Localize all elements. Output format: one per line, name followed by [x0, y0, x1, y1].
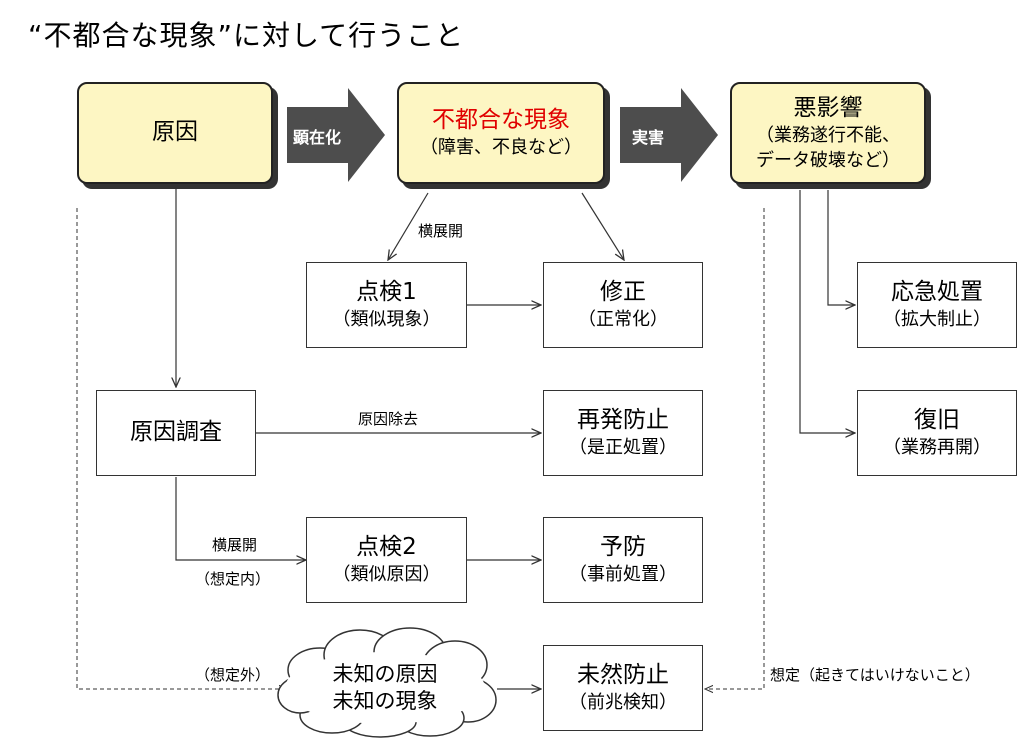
node-prevention: 予防 （事前処置）: [543, 517, 703, 603]
node-fix: 修正 （正常化）: [543, 262, 703, 348]
manifest-arrow-label: 顕在化: [293, 128, 342, 147]
edge-label-deploy2: 横展開: [212, 536, 258, 554]
node-unknown-line2: 未知の現象: [332, 689, 438, 713]
node-unknown: 未知の原因 未知の現象: [300, 652, 470, 724]
node-impact-sub2: データ破壊など）: [756, 149, 900, 171]
node-proactive-sub: （前兆検知）: [569, 692, 677, 714]
node-emergency-sub: （拡大制止）: [883, 309, 991, 331]
node-unknown-line1: 未知の原因: [332, 661, 438, 686]
node-check1-label: 点検1: [356, 279, 417, 306]
node-prevention-label: 予防: [600, 534, 646, 561]
node-recovery-label: 復旧: [914, 407, 960, 434]
node-investigation-label: 原因調査: [130, 419, 222, 446]
edge-label-deploy1: 横展開: [418, 222, 464, 240]
node-check1-sub: （類似現象）: [332, 309, 441, 331]
edge-assumed-right-dashed: [705, 208, 765, 689]
node-impact-label: 悪影響: [793, 95, 863, 122]
node-phenomenon-sub: （障害、不良など）: [420, 137, 582, 159]
node-prevention-sub: （事前処置）: [569, 564, 677, 586]
node-fix-sub: （正常化）: [578, 309, 668, 331]
node-cause: 原因: [77, 82, 273, 184]
node-fix-label: 修正: [600, 279, 646, 306]
edge-label-assumed-in: （想定内）: [195, 570, 271, 588]
harm-arrow: [620, 88, 718, 182]
page-title: “不都合な現象”に対して行うこと: [28, 19, 465, 52]
harm-arrow-label: 実害: [632, 128, 665, 147]
node-phenomenon: 不都合な現象 （障害、不良など）: [397, 82, 605, 184]
node-recurrence-sub: （是正処置）: [569, 437, 677, 459]
node-cause-label: 原因: [152, 119, 198, 146]
node-recurrence: 再発防止 （是正処置）: [543, 390, 703, 476]
node-check1: 点検1 （類似現象）: [306, 262, 467, 348]
node-emergency: 応急処置 （拡大制止）: [857, 262, 1017, 348]
edge-label-assumed-out: （想定外）: [195, 666, 271, 684]
manifest-arrow: [287, 88, 385, 182]
node-recovery-sub: （業務再開）: [883, 437, 991, 459]
edge-investigation-check2: [175, 477, 306, 560]
node-investigation: 原因調査: [96, 390, 256, 476]
edge-phenomenon-check1: [388, 192, 429, 260]
edge-label-assumed-right: 想定（起きてはいけないこと）: [770, 666, 980, 684]
node-impact-sub1: （業務遂行不能、: [756, 125, 900, 147]
node-check2-sub: （類似原因）: [332, 564, 441, 586]
node-recovery: 復旧 （業務再開）: [857, 390, 1017, 476]
node-emergency-label: 応急処置: [891, 279, 983, 306]
edge-label-remove-cause: 原因除去: [358, 410, 419, 428]
edge-phenomenon-fix: [581, 192, 624, 260]
node-impact: 悪影響 （業務遂行不能、 データ破壊など）: [730, 82, 926, 184]
node-phenomenon-label: 不都合な現象: [432, 107, 570, 134]
node-check2-label: 点検2: [356, 534, 417, 561]
edge-impact-emergency: [827, 190, 855, 305]
node-proactive-label: 未然防止: [577, 662, 669, 689]
edge-impact-recovery: [799, 190, 855, 433]
node-recurrence-label: 再発防止: [577, 407, 669, 434]
node-proactive: 未然防止 （前兆検知）: [543, 645, 703, 731]
node-check2: 点検2 （類似原因）: [306, 517, 467, 603]
